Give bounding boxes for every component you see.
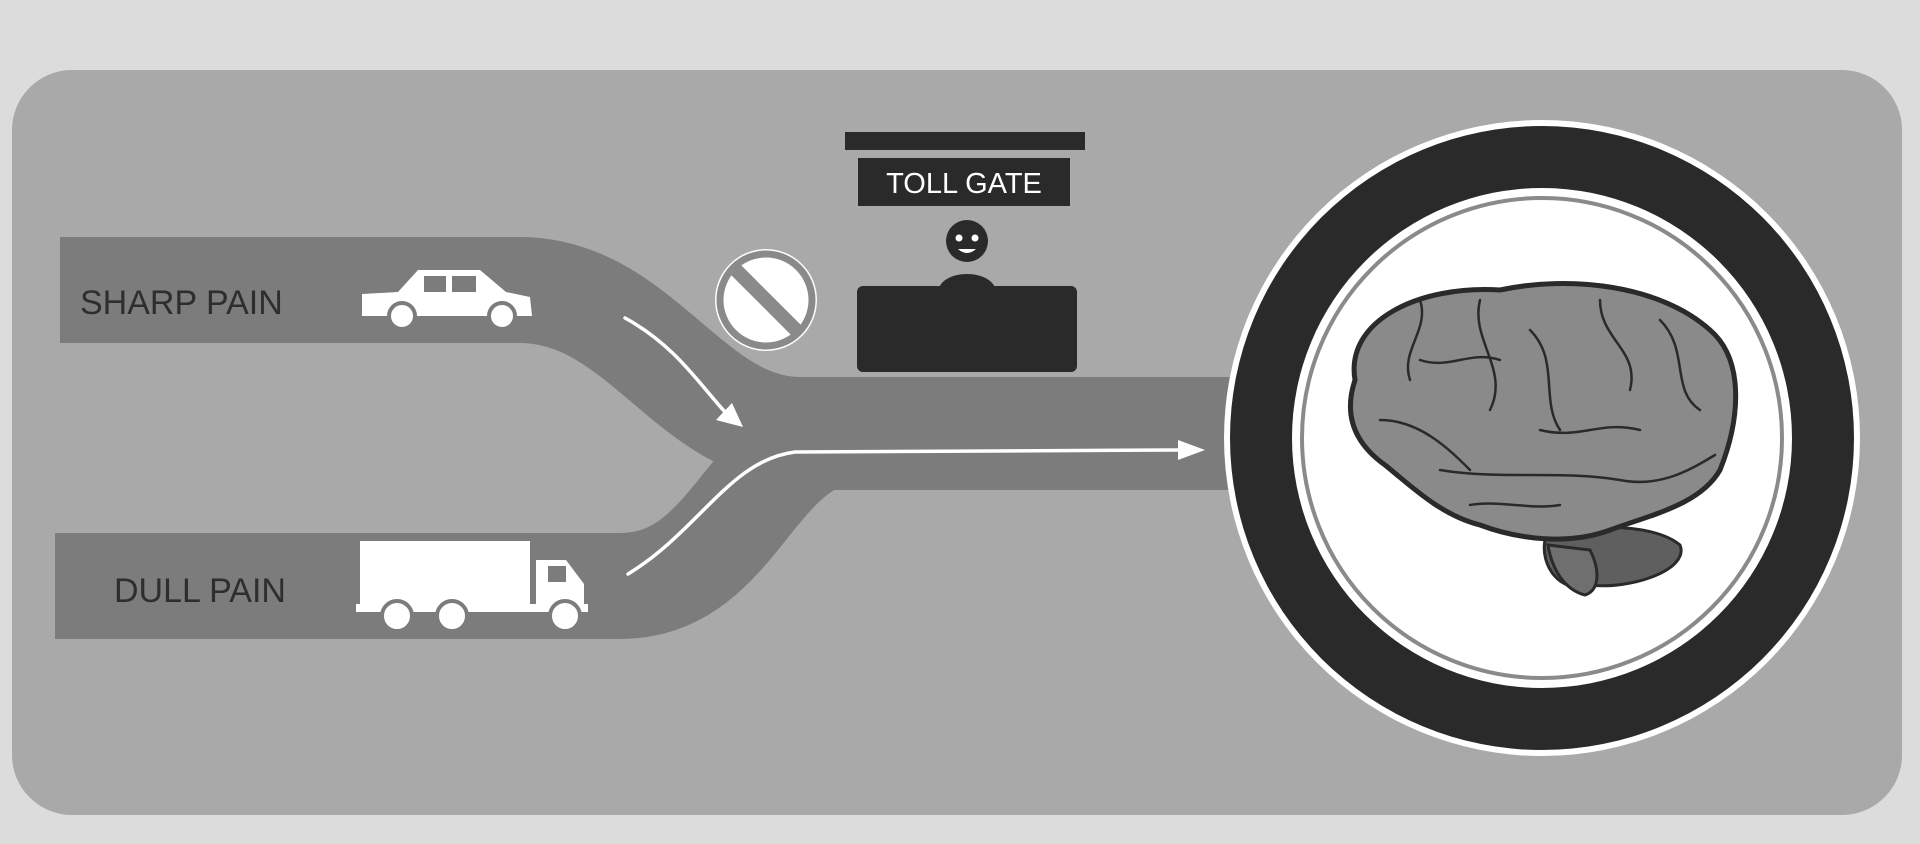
merged-road [780, 384, 1240, 490]
brain-icon [1347, 281, 1739, 597]
dull-pain-label: DULL PAIN [114, 572, 286, 610]
toll-gate-roof [845, 132, 1085, 150]
toll-gate: TOLL GATE [845, 132, 1085, 372]
sharp-pain-arrow [623, 316, 727, 414]
toll-gate-label: TOLL GATE [886, 168, 1042, 200]
sharp-pain-arrow-head [716, 403, 743, 427]
direction-arrows [623, 316, 1205, 576]
no-entry-icon [715, 249, 817, 351]
truck-icon [356, 541, 588, 633]
toll-gate-sign [858, 158, 1070, 206]
merged-arrow-head [1178, 440, 1205, 460]
merged-arrow [626, 448, 1180, 576]
toll-booth-counter [857, 286, 1077, 372]
car-icon [362, 270, 532, 331]
sharp-pain-label: SHARP PAIN [80, 284, 283, 322]
road-network [55, 237, 1240, 639]
